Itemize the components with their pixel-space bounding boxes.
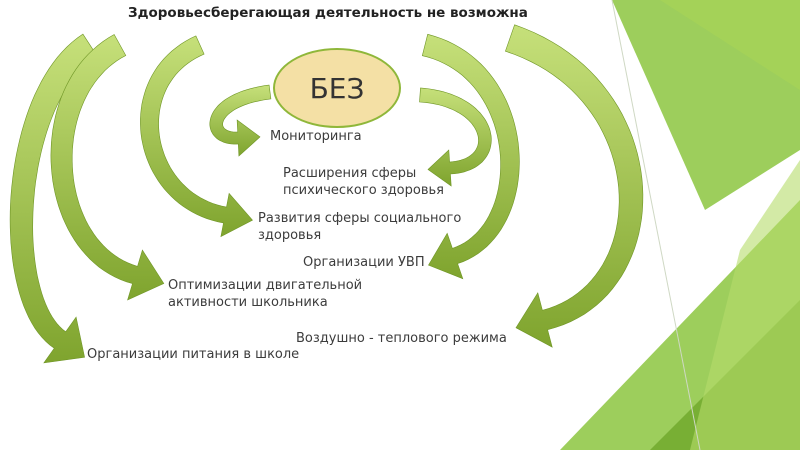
label-social-line2: здоровья [258,227,321,244]
arrow-to-monitoring [210,85,271,156]
label-uvp: Организации УВП [303,254,425,271]
label-motor-line2: активности школьника [168,294,328,311]
label-air: Воздушно - теплового режима [296,330,507,347]
arrow-to-psych [420,88,492,186]
label-monitoring: Мониторинга [270,128,362,145]
arrow-to-air [505,25,643,347]
page-title: Здоровьесберегающая деятельность не возм… [128,5,528,21]
label-social-line1: Развития сферы социального [258,210,461,227]
label-psych-line1: Расширения сферы [283,165,416,182]
center-ellipse: БЕЗ [273,48,401,128]
label-motor-line1: Оптимизации двигательной [168,277,362,294]
label-psych-line2: психического здоровья [283,182,444,199]
label-food: Организации питания в школе [87,346,299,363]
center-label: БЕЗ [310,72,365,105]
